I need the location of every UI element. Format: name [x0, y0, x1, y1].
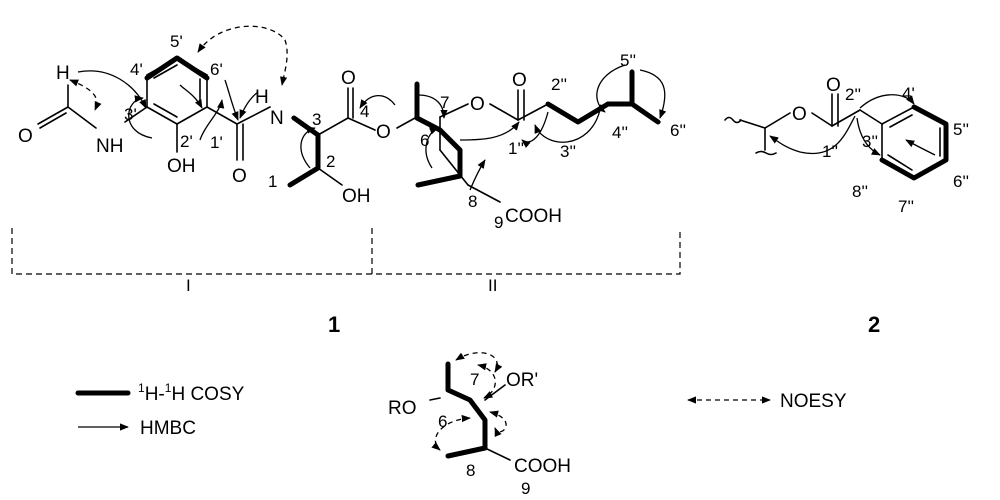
atom-O-ester2: O: [376, 122, 391, 143]
label-2-2pp: 2'': [845, 85, 861, 104]
label-2: 2: [326, 152, 335, 171]
legend-hmbc-label: HMBC: [140, 418, 196, 439]
atom-OH-2: OH: [342, 186, 371, 207]
atom-O-amide: O: [232, 166, 247, 187]
label-2-4p: 4': [902, 84, 915, 103]
label-1pp: 1'': [508, 139, 524, 158]
label-2-7pp: 7'': [898, 197, 914, 216]
inset-COOH: COOH: [514, 456, 571, 477]
atom-H-amide: H: [255, 87, 269, 108]
inset-RO: RO: [388, 398, 417, 419]
fragment-label-II: II: [488, 276, 497, 295]
atom-NH-formyl: NH: [96, 136, 123, 157]
atom-O-formyl: O: [18, 126, 33, 147]
threonine-unit: O O OH: [287, 68, 391, 207]
label-2-5pp: 5'': [953, 120, 969, 139]
label-8: 8: [468, 192, 477, 211]
label-3p: 3': [124, 105, 137, 124]
label-2-8pp: 8'': [852, 182, 868, 201]
label-2pp: 2'': [551, 75, 567, 94]
label-6p: 6': [210, 60, 223, 79]
fragment-label-I: I: [186, 276, 191, 295]
compound-label-1: 1: [328, 312, 340, 337]
label-2-3pp: 3'': [862, 132, 878, 151]
atom-N-amide: N: [270, 108, 284, 129]
noesy-arrows-1: [69, 25, 288, 111]
atom-COOH: COOH: [505, 206, 562, 227]
atom-H-formyl: H: [56, 63, 70, 84]
label-7: 7: [440, 93, 449, 112]
legend-cosy-label: 1H-1H COSY: [138, 381, 245, 405]
atom-O-ester1: O: [341, 68, 356, 89]
label-6: 6: [420, 131, 429, 150]
compound-2-structure: O O 2'' 4' 5'' 3'' 1'' 6'' 8'' 7'': [724, 75, 969, 216]
label-4pp: 4'': [612, 123, 628, 142]
label-3: 3: [312, 110, 321, 129]
label-4: 4: [360, 102, 369, 121]
label-1: 1: [268, 172, 277, 191]
fragment-bracket: I II: [11, 228, 681, 295]
label-6pp: 6'': [670, 121, 686, 140]
formamide-group: H O NH: [18, 63, 148, 157]
label-9: 9: [494, 213, 503, 232]
legend: 1H-1H COSY HMBC NOESY: [75, 381, 847, 439]
atom-O-carbonyl-2: O: [826, 75, 841, 96]
compound-label-2: 2: [868, 312, 880, 337]
aromatic-ring-a: OH O H N: [144, 55, 284, 187]
inset-label-7: 7: [470, 370, 479, 389]
label-5p: 5': [170, 32, 183, 51]
atom-O-carbonyl2: O: [512, 70, 527, 91]
acyl-unit-ii: O O COOH: [396, 69, 661, 227]
label-2p: 2': [180, 132, 193, 151]
atom-O-ester3: O: [470, 94, 485, 115]
label-2-1pp: 1'': [822, 142, 838, 161]
legend-noesy-label: NOESY: [780, 391, 847, 412]
label-4p: 4': [130, 60, 143, 79]
label-3pp: 3'': [560, 142, 576, 161]
label-1p: 1': [210, 133, 223, 152]
hmbc-arrows-1: [77, 64, 667, 191]
label-2-6pp: 6'': [953, 172, 969, 191]
atom-OH-2p: OH: [167, 156, 196, 177]
compound-1-structure: H O NH OH O H N: [18, 25, 686, 232]
inset-ORp: OR': [506, 370, 538, 391]
atom-O-ester-2: O: [792, 104, 807, 125]
inset-label-9: 9: [521, 479, 530, 498]
stereo-fragment-inset: RO OR' COOH 6 7 8 9: [388, 352, 571, 498]
label-5pp: 5'': [620, 51, 636, 70]
inset-label-8: 8: [466, 461, 475, 480]
